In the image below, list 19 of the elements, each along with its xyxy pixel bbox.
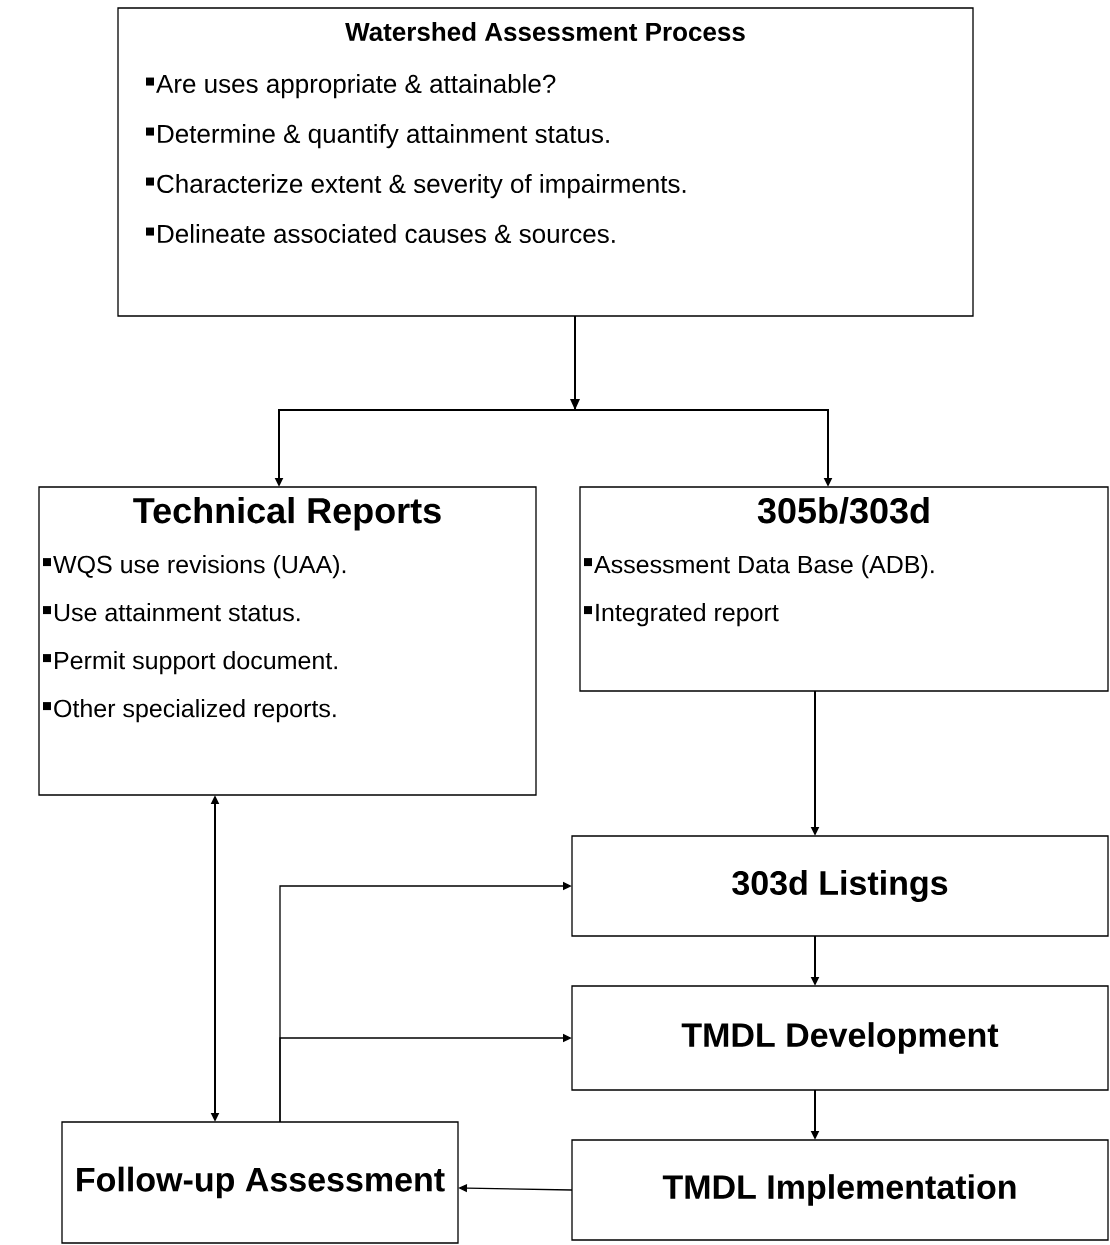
process-box: TMDL Implementation xyxy=(571,1139,1109,1241)
list-item: WQS use revisions (UAA). xyxy=(43,555,346,579)
process-box: 303d Listings xyxy=(571,835,1109,937)
list-item: Assessment Data Base (ADB). xyxy=(584,555,934,579)
arrowhead xyxy=(570,399,580,410)
list-item: Determine & quantify attainment status. xyxy=(146,124,609,149)
list-item: Other specialized reports. xyxy=(43,699,336,723)
process-box: Technical Reports WQS use revisions (UAA). Use attainment status. Permit support document. Other specialized reports. xyxy=(38,486,537,796)
list-item: Are uses appropriate & attainable? xyxy=(146,74,556,99)
process-box: TMDL Development xyxy=(571,985,1109,1091)
arrow xyxy=(279,1033,572,1123)
list-item: Delineate associated causes & sources. xyxy=(146,224,615,244)
process-box: 305b/303d Assessment Data Base (ADB). Integrated report xyxy=(579,486,1109,692)
list-item: Permit support document. xyxy=(43,651,337,675)
list-item: Integrated report xyxy=(584,603,779,627)
list-item: Characterize extent & severity of impairments. xyxy=(146,174,686,199)
process-box: Watershed Assessment Process Are uses appropriate & attainable? Determine & quantify attainment status. Characterize extent & severity of impairments. Delineate associated causes & sources. xyxy=(117,7,974,317)
process-box: Follow-up Assessment xyxy=(61,1121,459,1244)
list-item: Use attainment status. xyxy=(43,603,300,622)
